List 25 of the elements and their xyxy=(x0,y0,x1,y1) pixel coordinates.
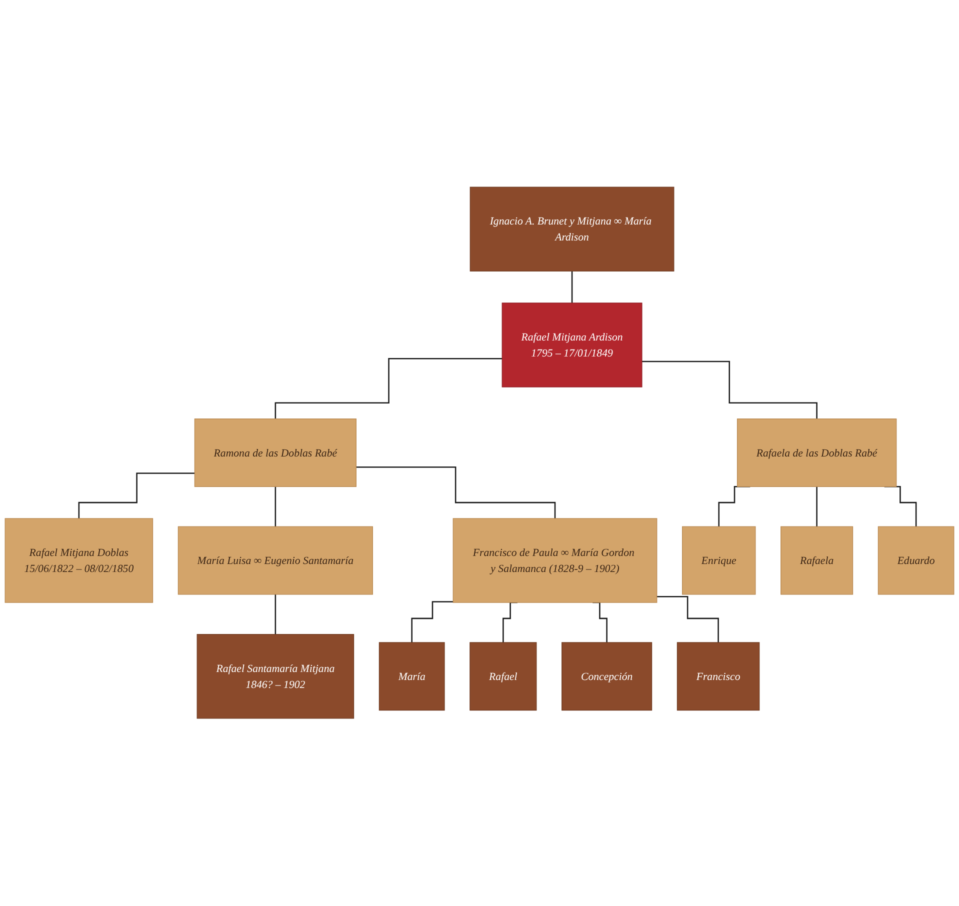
node-box: Rafaela de las Doblas Rabé xyxy=(736,418,897,488)
node-box: Concepción xyxy=(562,642,652,711)
node-box: Eduardo xyxy=(878,526,954,595)
connector xyxy=(656,596,719,644)
connector xyxy=(816,486,818,528)
connector xyxy=(274,358,502,420)
connector xyxy=(356,466,556,520)
node-box: Francisco de Paula ∞ María Gordon y Salamanca (1828-9 – 1902) xyxy=(452,518,658,604)
node-box: María Luisa ∞ Eugenio Santamaría xyxy=(178,526,373,595)
connector xyxy=(571,270,573,304)
connector xyxy=(411,601,454,644)
node-box: Rafaela xyxy=(780,526,854,595)
node-box: Rafael xyxy=(470,642,537,711)
connector xyxy=(274,486,276,528)
node-box: Francisco xyxy=(676,642,760,711)
connector xyxy=(274,594,276,636)
connector xyxy=(642,361,818,420)
node-box: Rafael Mitjana Doblas 15/06/1822 – 08/02/1850 xyxy=(4,518,154,604)
node-box: Ramona de las Doblas Rabé xyxy=(194,418,356,488)
node-box: Enrique xyxy=(682,526,756,595)
node-box: Rafael Santamaría Mitjana 1846? – 1902 xyxy=(196,634,354,719)
connector xyxy=(78,472,195,520)
node-box: Rafael Mitjana Ardison 1795 – 17/01/1849 xyxy=(502,302,642,388)
node-box: María xyxy=(378,642,445,711)
node-box: Ignacio A. Brunet y Mitjana ∞ María Ardison xyxy=(470,187,674,272)
